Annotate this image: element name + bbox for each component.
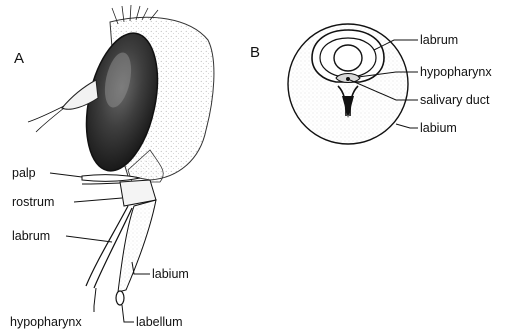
leader-rostrum — [74, 198, 122, 202]
label-b-labium: labium — [420, 121, 457, 135]
salivary-duct — [346, 77, 350, 81]
leader-labrum — [66, 236, 112, 242]
figure-a: A — [10, 5, 214, 329]
label-b-labrum: labrum — [420, 33, 458, 47]
figure-b: B labrum hypopharynx salivary duct labiu… — [250, 24, 492, 144]
panel-label-a: A — [14, 50, 24, 67]
labellum — [116, 291, 124, 305]
hypopharynx — [94, 288, 96, 306]
label-rostrum: rostrum — [12, 195, 54, 209]
leader-b-labium — [396, 124, 418, 128]
leader-palp — [50, 173, 82, 177]
label-labrum: labrum — [12, 229, 50, 243]
label-hypopharynx: hypopharynx — [10, 315, 82, 329]
leader-labellum — [122, 305, 134, 322]
label-b-hypopharynx: hypopharynx — [420, 65, 492, 79]
labrum-lumen — [334, 45, 362, 71]
label-b-salivary-duct: salivary duct — [420, 93, 490, 107]
label-palp: palp — [12, 166, 36, 180]
panel-label-b: B — [250, 44, 260, 61]
label-labellum: labellum — [136, 315, 183, 329]
label-labium: labium — [152, 267, 189, 281]
